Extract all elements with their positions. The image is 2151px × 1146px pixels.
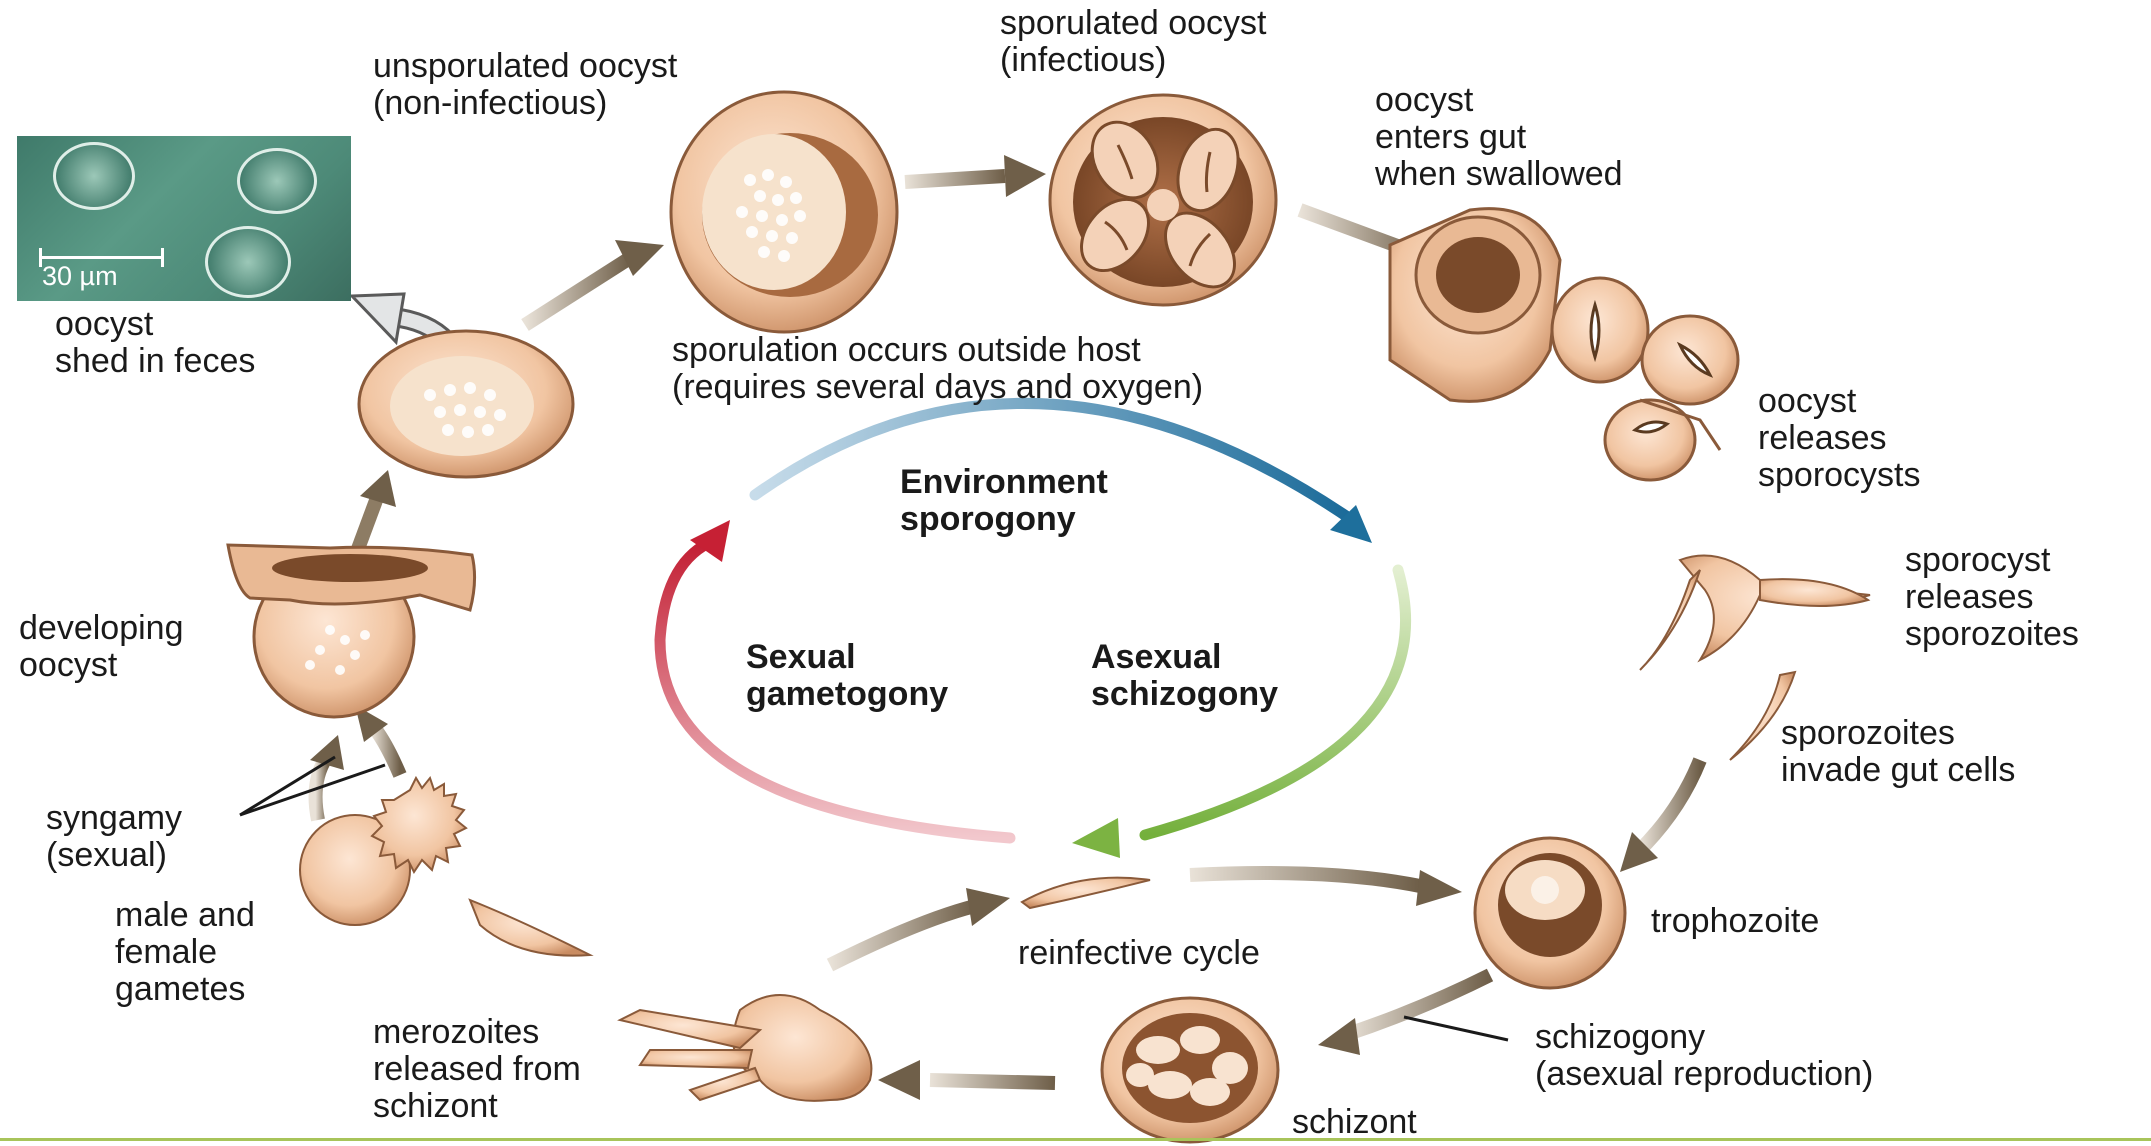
label-sporulation: sporulation occurs outside host (require…: [672, 332, 1203, 406]
label-developing-oocyst: developing oocyst: [19, 610, 183, 684]
footer-line: [0, 1138, 2151, 1141]
scale-bar-label: 30 µm: [42, 261, 118, 292]
shed-oocyst: [359, 331, 573, 477]
asexual-schizogony-arc: [1072, 570, 1406, 858]
label-reinfective-cycle: reinfective cycle: [1018, 935, 1260, 972]
label-trophozoite: trophozoite: [1651, 903, 1819, 940]
label-sporocyst-releases: sporocyst releases sporozoites: [1905, 542, 2079, 653]
sporulated-oocyst: [1050, 95, 1276, 305]
label-schizogony: schizogony (asexual reproduction): [1535, 1019, 1873, 1093]
label-sporozoites-invade: sporozoites invade gut cells: [1781, 715, 2015, 789]
micrograph-oocyst: [205, 226, 291, 298]
label-sporulated-oocyst: sporulated oocyst (infectious): [1000, 5, 1267, 79]
label-environment-sporogony: Environment sporogony: [900, 464, 1108, 538]
micrograph-oocyst: [53, 142, 135, 210]
gut-with-oocyst: [1390, 209, 1560, 402]
micrograph-inset: 30 µm: [17, 136, 351, 301]
scale-bar: [39, 256, 164, 259]
micrograph-oocyst: [237, 148, 317, 214]
scale-bar-tick: [161, 248, 164, 267]
label-asexual-schizogony: Asexual schizogony: [1091, 639, 1278, 713]
developing-oocyst: [228, 545, 475, 717]
label-releases-sporocysts: oocyst releases sporocysts: [1758, 383, 1921, 494]
schizogony-pointer-line: [1404, 1017, 1508, 1040]
released-sporocysts: [1552, 278, 1738, 480]
label-oocyst-shed: oocyst shed in feces: [55, 306, 255, 380]
reinfective-merozoite: [1022, 878, 1150, 908]
label-schizont: schizont: [1292, 1104, 1417, 1141]
label-oocyst-enters-gut: oocyst enters gut when swallowed: [1375, 82, 1623, 193]
label-unsporulated-oocyst: unsporulated oocyst (non-infectious): [373, 48, 677, 122]
unsporulated-oocyst: [671, 92, 897, 332]
gametes: [300, 778, 590, 956]
trophozoite-cell: [1475, 838, 1625, 988]
label-merozoites: merozoites released from schizont: [373, 1014, 581, 1125]
label-sexual-gametogony: Sexual gametogony: [746, 639, 948, 713]
schizont-cell: [1102, 998, 1278, 1142]
label-gametes: male and female gametes: [115, 897, 255, 1008]
label-syngamy: syngamy (sexual): [46, 800, 182, 874]
merozoites-cell: [620, 995, 871, 1101]
